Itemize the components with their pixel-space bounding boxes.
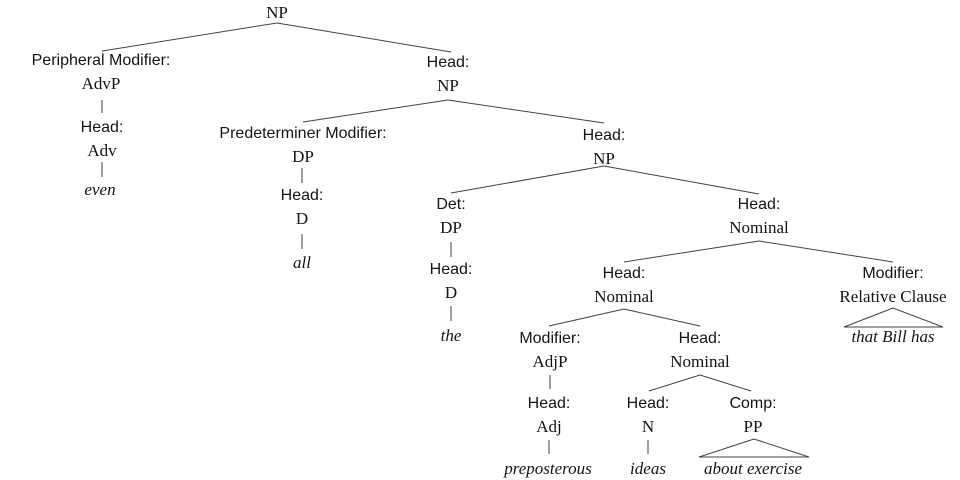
role-label: Head:	[80, 119, 124, 136]
word-label: that Bill has	[851, 327, 935, 346]
role-label: Head:	[426, 54, 470, 71]
node-predet-dp-head-d: Head: D	[281, 184, 324, 230]
role-label: Head:	[602, 265, 646, 282]
category-label: DP	[292, 147, 314, 166]
category-label: NP	[266, 3, 288, 22]
word-label: all	[293, 253, 311, 272]
role-label: Head:	[280, 187, 324, 204]
node-head-np-level2: Head: NP	[427, 51, 470, 97]
node-head-nominal-level6: Head: Nominal	[670, 327, 730, 373]
pp-triangle	[698, 438, 810, 458]
role-label: Head:	[737, 196, 781, 213]
role-label: Head:	[678, 330, 722, 347]
node-modifier-relative-clause: Modifier: Relative Clause	[839, 262, 946, 308]
branch-lines	[101, 22, 894, 454]
node-head-nominal-level5: Head: Nominal	[594, 262, 654, 308]
word-label: preposterous	[504, 459, 592, 478]
role-label: Predeterminer Modifier:	[219, 125, 387, 142]
role-label: Comp:	[729, 395, 777, 412]
terminal-all: all	[293, 251, 311, 274]
node-det-dp: Det: DP	[436, 193, 465, 239]
role-label: Modifier:	[519, 330, 581, 347]
category-label: NP	[593, 149, 615, 168]
word-label: about exercise	[703, 459, 803, 478]
category-label: NP	[437, 76, 459, 95]
terminal-ideas: ideas	[630, 457, 666, 480]
category-label: Nominal	[729, 218, 789, 237]
node-head-np-level3: Head: NP	[583, 124, 626, 170]
terminal-the: the	[441, 324, 462, 347]
role-label: Head:	[429, 261, 473, 278]
category-label: N	[641, 417, 655, 436]
node-head-n: Head: N	[627, 392, 670, 438]
role-label: Modifier:	[862, 265, 924, 282]
node-root-np: NP	[266, 1, 288, 24]
terminal-even: even	[84, 178, 115, 201]
category-label: PP	[743, 417, 763, 436]
category-label: D	[444, 283, 458, 302]
terminal-preposterous: preposterous	[504, 457, 592, 480]
category-label: DP	[440, 218, 462, 237]
category-label: Relative Clause	[839, 287, 947, 306]
node-advp-head-adv: Head: Adv	[81, 116, 124, 162]
terminal-about-exercise: about exercise	[704, 457, 802, 480]
node-modifier-adjp: Modifier: AdjP	[519, 327, 580, 373]
node-det-dp-head-d: Head: D	[430, 258, 473, 304]
category-label: Adv	[87, 141, 117, 160]
role-label: Head:	[527, 395, 571, 412]
node-peripheral-modifier-advp: Peripheral Modifier: AdvP	[32, 49, 171, 95]
node-comp-pp: Comp: PP	[729, 392, 776, 438]
word-label: even	[84, 180, 116, 199]
word-label: ideas	[630, 459, 666, 478]
role-label: Det:	[436, 196, 466, 213]
node-adjp-head-adj: Head: Adj	[528, 392, 571, 438]
category-label: Nominal	[594, 287, 654, 306]
role-label: Head:	[582, 127, 626, 144]
category-label: Adj	[536, 417, 562, 436]
role-label: Head:	[626, 395, 670, 412]
node-predeterminer-modifier-dp: Predeterminer Modifier: DP	[219, 122, 386, 168]
category-label: Nominal	[670, 352, 730, 371]
category-label: AdvP	[81, 74, 121, 93]
category-label: D	[295, 209, 309, 228]
relative-clause-triangle	[843, 307, 944, 328]
node-head-nominal-level4: Head: Nominal	[729, 193, 789, 239]
role-label: Peripheral Modifier:	[31, 52, 171, 69]
word-label: the	[440, 326, 462, 345]
terminal-that-bill-has: that Bill has	[851, 325, 934, 348]
category-label: AdjP	[532, 352, 568, 371]
